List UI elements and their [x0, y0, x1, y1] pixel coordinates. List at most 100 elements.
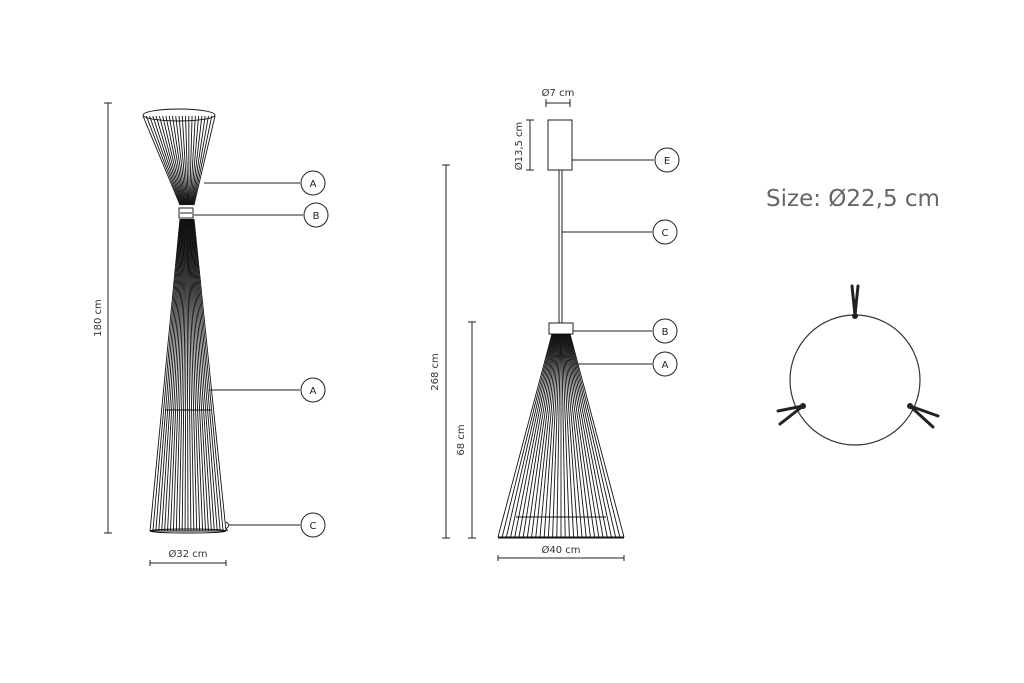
wire-strand	[172, 115, 187, 206]
wire-strand	[522, 333, 557, 538]
wire-strand	[565, 333, 596, 538]
wire-strand	[178, 218, 186, 532]
wire-strand	[564, 333, 591, 538]
wire-strand	[191, 115, 203, 206]
wire-strand	[175, 115, 187, 206]
floor-lamp-top-shade	[142, 108, 216, 206]
wire-strand	[155, 218, 182, 532]
wire-strand	[162, 115, 185, 206]
wire-strand	[190, 115, 200, 206]
wire-strand	[155, 115, 183, 206]
wire-strand	[535, 333, 558, 538]
wire-strand	[501, 333, 554, 538]
wire-strand	[187, 218, 192, 532]
callout-letter: C	[310, 521, 317, 532]
wire-strand	[175, 218, 186, 532]
callout-letter: A	[662, 360, 669, 371]
pendant-total-height-dimension: 268 cm	[430, 164, 450, 539]
wire-strand	[562, 333, 575, 538]
wire-strand	[149, 115, 182, 206]
canopy-height-label: Ø13,5 cm	[513, 122, 525, 171]
wire-strand	[568, 333, 617, 538]
wire-strand	[152, 115, 183, 206]
wire-strand	[192, 218, 221, 532]
pendant-callout-c: C	[562, 219, 678, 245]
wire-strand	[158, 218, 183, 532]
wire-strand	[161, 218, 183, 532]
wire-strand	[170, 218, 185, 532]
floor-lamp-height-dimension: 180 cm	[93, 102, 112, 534]
wire-strand	[142, 115, 181, 206]
canopy-height-dimension: Ø13,5 cm	[513, 119, 534, 171]
wire-strand	[192, 115, 209, 206]
floor-lamp-callout-c: C	[228, 512, 326, 538]
pendant-diameter-dimension: Ø40 cm	[497, 544, 625, 561]
ring-detail: Size: Ø22,5 cm	[766, 186, 940, 446]
wire-strand	[191, 218, 215, 532]
callout-letter: A	[310, 386, 317, 397]
ring-clip-right	[907, 403, 940, 429]
wire-strand	[514, 333, 555, 538]
floor-lamp-height-label: 180 cm	[93, 299, 104, 337]
wire-strand	[190, 218, 209, 532]
wire-strand	[526, 333, 557, 538]
wire-strand	[567, 333, 608, 538]
wire-strand	[565, 333, 600, 538]
floor-lamp-drawing: 180 cm Ø32 cm	[93, 102, 329, 566]
wire-strand	[497, 333, 553, 538]
wire-strand	[168, 115, 186, 206]
wire-strand	[172, 218, 185, 532]
floor-lamp-base-cone	[149, 218, 227, 534]
wire-strand	[556, 333, 561, 538]
pendant-callout-b: B	[573, 318, 678, 344]
wire-strand	[539, 333, 559, 538]
wire-strand	[167, 218, 184, 532]
wire-strand	[189, 218, 204, 532]
wire-strand	[186, 218, 189, 532]
floor-lamp-cable	[225, 521, 230, 532]
ring-outline	[789, 314, 921, 446]
wire-strand	[562, 333, 579, 538]
wire-strand	[188, 218, 201, 532]
wire-strand	[145, 115, 182, 206]
pendant-cable	[558, 170, 563, 323]
wire-strand	[518, 333, 556, 538]
wire-strand	[566, 333, 604, 538]
floor-lamp-joint	[178, 207, 194, 219]
wire-strand	[191, 115, 206, 206]
floor-lamp-callout-a-top: A	[204, 170, 326, 196]
pendant-diameter-label: Ø40 cm	[541, 544, 580, 556]
wire-strand	[190, 218, 212, 532]
wire-strand	[569, 333, 625, 538]
wire-strand	[547, 333, 560, 538]
wire-strand	[192, 115, 213, 206]
wire-strand	[193, 115, 216, 206]
pendant-canopy	[547, 119, 573, 171]
wire-strand	[193, 218, 224, 532]
callout-letter: B	[313, 211, 320, 222]
wire-strand	[165, 115, 185, 206]
wire-strand	[561, 333, 566, 538]
canopy-diameter-label: Ø7 cm	[542, 87, 575, 99]
callout-letter: B	[662, 327, 669, 338]
wire-strand	[505, 333, 554, 538]
pendant-callout-a: A	[576, 351, 678, 377]
wire-strand	[189, 115, 193, 206]
wire-strand	[149, 218, 181, 532]
pendant-callout-e: E	[572, 147, 680, 173]
pendant-shade-height-label: 68 cm	[456, 424, 467, 455]
wire-strand	[193, 218, 227, 532]
floor-lamp-diameter-label: Ø32 cm	[168, 548, 207, 560]
wire-strand	[181, 115, 189, 206]
pendant-shade-height-dimension: 68 cm	[456, 321, 476, 539]
ring-clip-left	[776, 403, 806, 426]
wire-strand	[178, 115, 188, 206]
wire-strand	[152, 218, 181, 532]
ring-size-label: Size: Ø22,5 cm	[766, 186, 940, 212]
wire-strand	[181, 218, 187, 532]
pendant-lamp-drawing: Ø7 cm Ø13,5 cm 268 cm 68 cm	[430, 87, 680, 561]
canopy-diameter-dimension: Ø7 cm	[542, 87, 575, 107]
callout-letter: C	[662, 228, 669, 239]
wire-strand	[510, 333, 555, 538]
